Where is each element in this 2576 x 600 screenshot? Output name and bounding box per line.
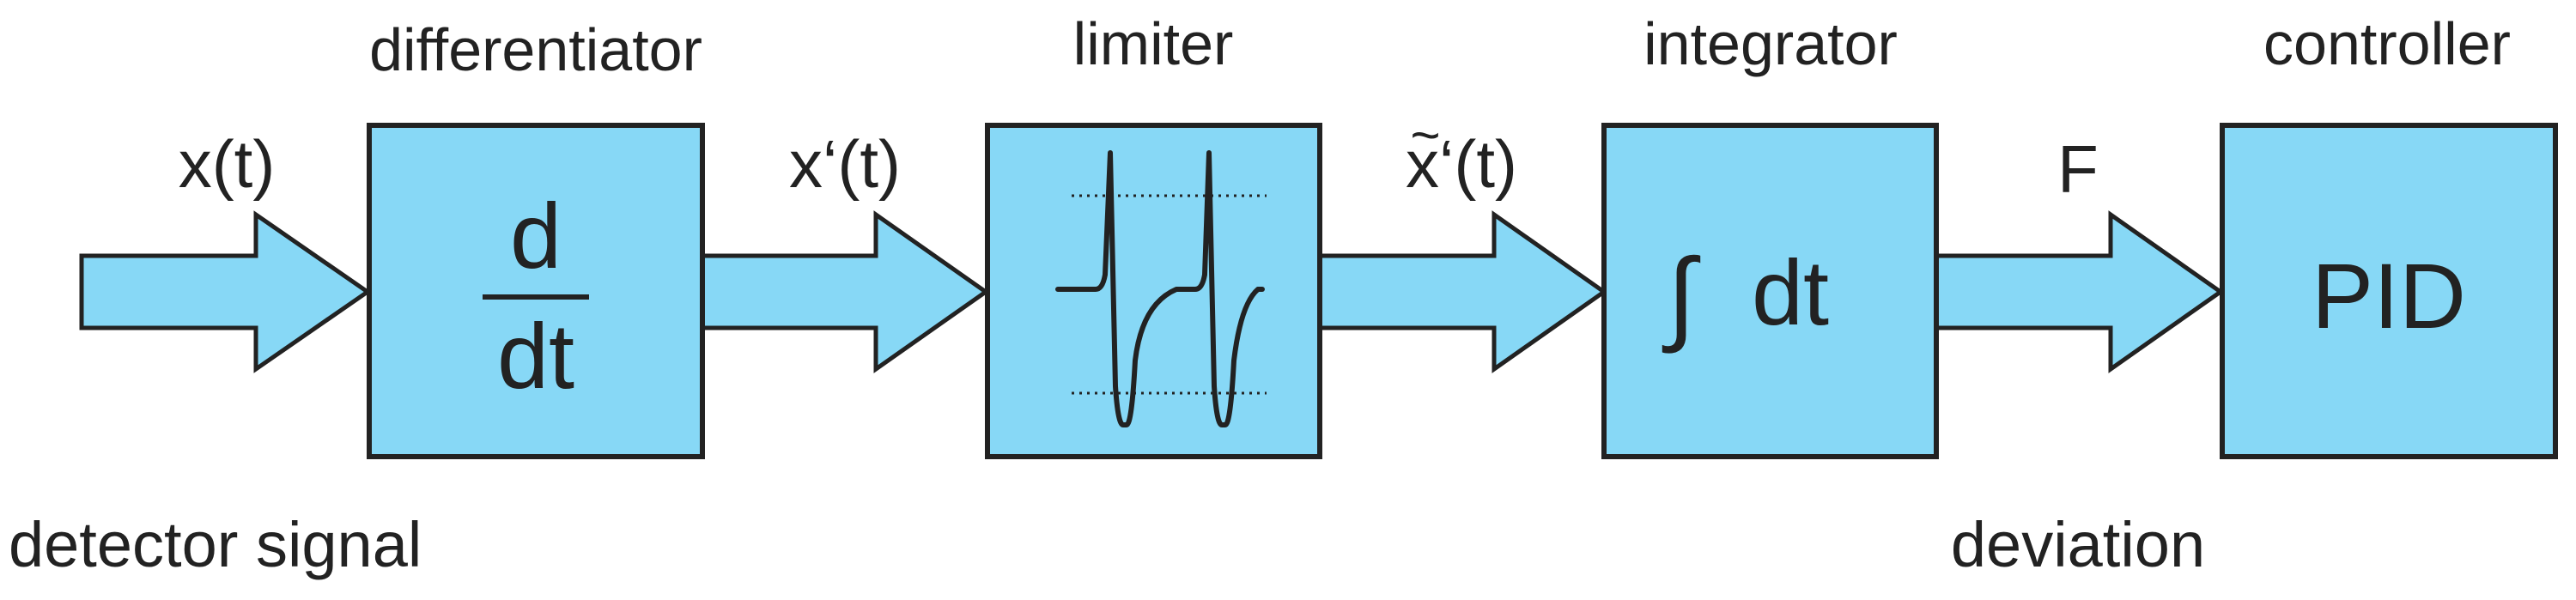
controller-symbol: PID [2312,244,2466,348]
arrow-input-to-differentiator [79,210,372,373]
differentiator-denominator: dt [497,304,574,408]
signal-label-force: F [2057,131,2099,207]
limiter-title: limiter [1073,10,1234,77]
arrow-differentiator-to-limiter [700,210,990,373]
differentiator-block [367,123,705,459]
differentiator-numerator: d [510,184,562,288]
signal-label-input: x(t) [179,126,276,202]
integrator-title: integrator [1643,10,1898,77]
integrator-symbol: dt [1752,240,1829,344]
limiter-block [985,123,1322,459]
controller-block [2220,123,2558,459]
integrator-block [1601,123,1939,459]
signal-label-derivative: x‘(t) [789,126,901,202]
caption-detector-signal: detector signal [9,509,422,580]
signal-label-limited-tilde: ~ [1410,106,1440,164]
arrow-integrator-to-controller [1934,210,2225,373]
controller-title: controller [2263,10,2511,77]
limiter-waveform-icon [1055,150,1267,427]
arrow-limiter-to-integrator [1317,210,1608,373]
caption-deviation: deviation [1951,509,2205,580]
signal-label-limited: x‘(t) [1406,126,1517,202]
integral-sign-icon: ∫ [1662,238,1701,354]
differentiator-title: differentiator [369,16,702,83]
